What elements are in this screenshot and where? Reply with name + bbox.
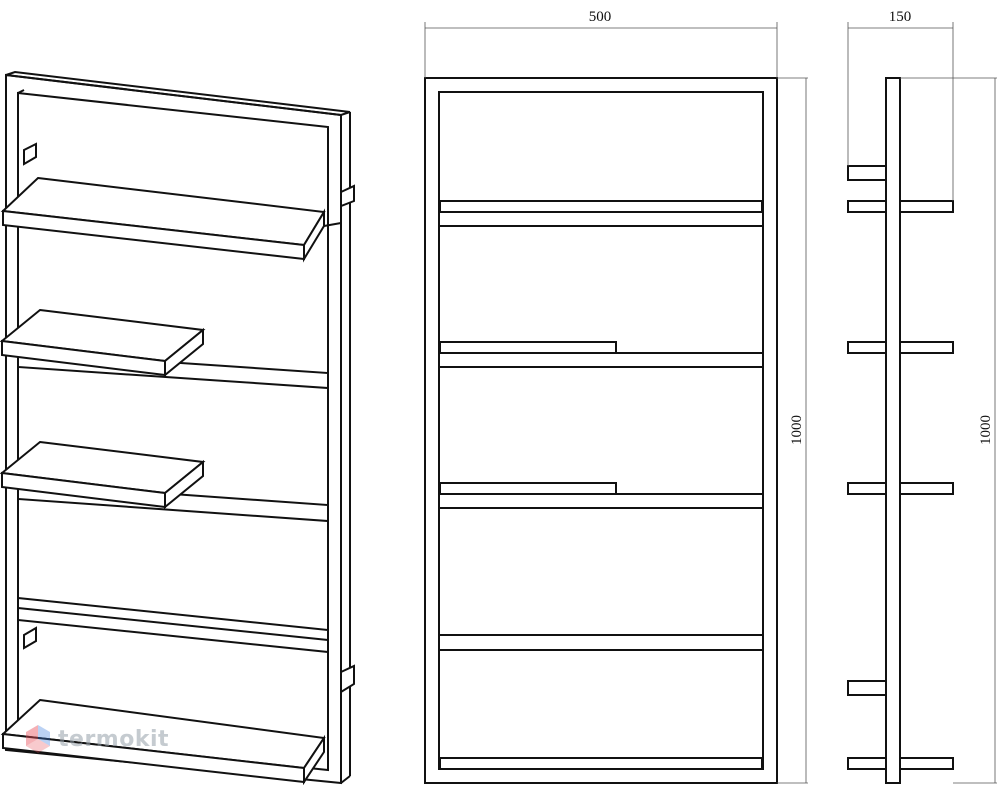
iso-bracket <box>340 184 355 208</box>
dim-front-height: 1000 <box>789 415 805 445</box>
front-view <box>424 22 808 784</box>
front-shelf <box>439 757 763 770</box>
isometric-view <box>0 70 355 785</box>
front-shelf <box>439 200 763 213</box>
dim-side-depth: 150 <box>889 9 912 25</box>
hexagon-logo-icon <box>26 725 50 753</box>
side-view <box>847 22 997 784</box>
dim-side-height: 1000 <box>978 415 994 445</box>
front-shelf <box>439 482 617 495</box>
dim-front-width: 500 <box>589 9 612 25</box>
side-bracket <box>847 680 887 696</box>
side-bracket <box>847 165 887 181</box>
front-shelf <box>439 341 617 354</box>
watermark-text: termokit <box>58 726 170 752</box>
iso-bracket <box>340 664 355 694</box>
iso-bracket <box>23 626 37 650</box>
iso-bracket <box>23 142 37 166</box>
watermark-logo: termokit <box>24 724 169 754</box>
front-frame-outer <box>424 77 778 784</box>
iso-frame-inner <box>17 91 329 772</box>
